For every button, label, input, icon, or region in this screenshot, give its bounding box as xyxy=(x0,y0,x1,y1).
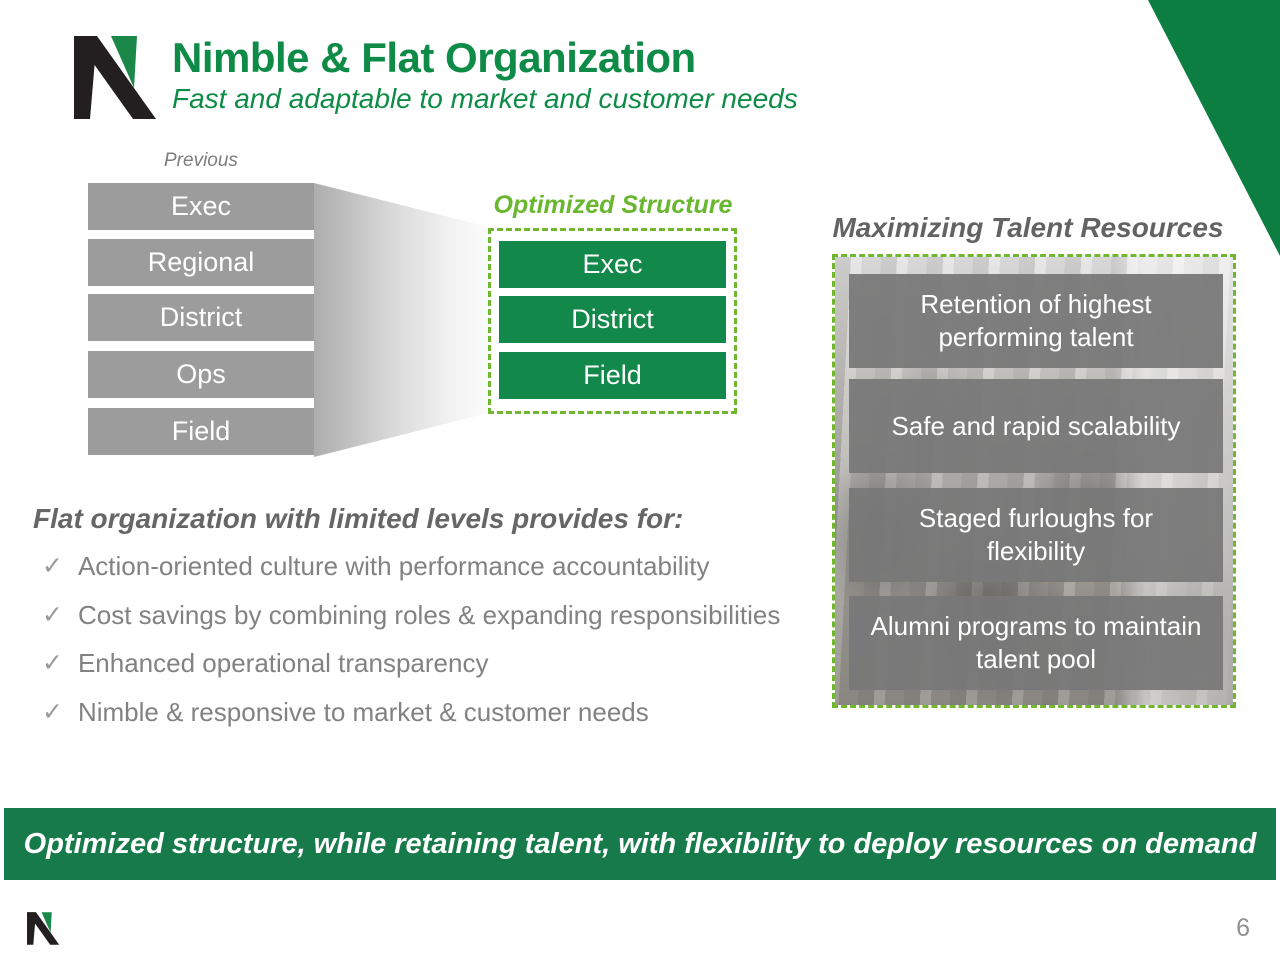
bullet-text: Action-oriented culture with performance… xyxy=(77,551,710,581)
previous-level-district: District xyxy=(88,294,314,341)
check-icon: ✓ xyxy=(42,649,63,677)
previous-level-ops: Ops xyxy=(88,351,314,398)
bullet-text: Cost savings by combining roles & expand… xyxy=(77,600,781,630)
talent-item-furloughs: Staged furloughs for flexibility xyxy=(849,488,1223,582)
check-icon: ✓ xyxy=(42,552,63,580)
bullet-text: Nimble & responsive to market & customer… xyxy=(77,697,649,727)
page-subtitle: Fast and adaptable to market and custome… xyxy=(172,83,798,114)
check-icon: ✓ xyxy=(42,698,63,726)
footer-banner: Optimized structure, while retaining tal… xyxy=(4,808,1276,880)
talent-item-scalability: Safe and rapid scalability xyxy=(849,379,1223,473)
talent-item-alumni: Alumni programs to maintain talent pool xyxy=(849,596,1223,690)
list-item: ✓ Nimble & responsive to market & custom… xyxy=(42,697,832,728)
company-logo-footer-icon xyxy=(27,912,60,945)
previous-structure-label: Previous xyxy=(164,150,238,171)
previous-level-exec: Exec xyxy=(88,183,314,230)
previous-level-regional: Regional xyxy=(88,239,314,286)
check-icon: ✓ xyxy=(42,601,63,629)
page-title: Nimble & Flat Organization xyxy=(172,34,696,81)
page-number: 6 xyxy=(1236,914,1250,942)
list-item: ✓ Action-oriented culture with performan… xyxy=(42,551,832,582)
talent-item-retention: Retention of highest performing talent xyxy=(849,274,1223,368)
list-item: ✓ Enhanced operational transparency xyxy=(42,648,832,679)
optimized-level-district: District xyxy=(499,296,726,343)
optimized-level-exec: Exec xyxy=(499,241,726,288)
funnel-transition-shape xyxy=(314,183,488,457)
list-item: ✓ Cost savings by combining roles & expa… xyxy=(42,600,832,631)
talent-panel: Retention of highest performing talent S… xyxy=(832,254,1236,708)
optimized-structure-label: Optimized Structure xyxy=(493,191,733,219)
optimized-structure-box: Exec District Field xyxy=(488,228,737,414)
talent-panel-heading: Maximizing Talent Resources xyxy=(832,212,1224,243)
bullet-text: Enhanced operational transparency xyxy=(77,648,489,678)
optimized-level-field: Field xyxy=(499,352,726,399)
flat-org-heading: Flat organization with limited levels pr… xyxy=(33,503,684,534)
previous-level-field: Field xyxy=(88,408,314,455)
company-logo-icon xyxy=(74,36,156,119)
footer-banner-text: Optimized structure, while retaining tal… xyxy=(23,827,1257,860)
